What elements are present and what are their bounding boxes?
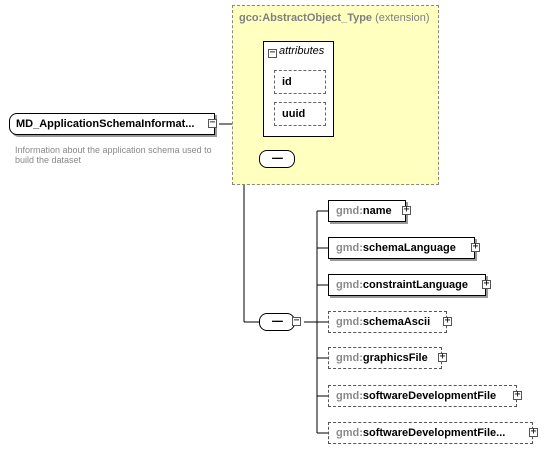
namespace-prefix: gmd: xyxy=(336,390,363,402)
root-element[interactable]: MD_ApplicationSchemaInformat... xyxy=(9,113,215,135)
element-label: graphicsFile xyxy=(362,352,428,364)
element-schema-language[interactable]: gmd:schemaLanguage xyxy=(328,237,475,259)
element-label: constraintLanguage xyxy=(362,279,469,291)
expand-icon[interactable]: + xyxy=(443,315,452,326)
collapse-icon[interactable]: − xyxy=(268,47,277,58)
sequence-compositor[interactable]: ---- xyxy=(259,313,295,331)
namespace-prefix: gmd: xyxy=(336,205,363,217)
element-label: softwareDevelopmentFile... xyxy=(362,427,506,439)
attributes-label: attributes xyxy=(279,45,325,57)
root-collapse-icon[interactable]: − xyxy=(208,117,217,128)
expand-icon[interactable]: + xyxy=(529,426,538,437)
element-schema-ascii[interactable]: gmd:schemaAscii xyxy=(328,311,447,333)
attribute-id[interactable]: id xyxy=(274,70,326,94)
element-constraint-language[interactable]: gmd:constraintLanguage xyxy=(328,274,486,296)
expand-icon[interactable]: + xyxy=(438,351,447,362)
expand-icon[interactable]: + xyxy=(482,278,491,289)
namespace-prefix: gmd: xyxy=(336,352,363,364)
extension-type-name: gco:AbstractObject_Type xyxy=(239,12,373,24)
extension-note: (extension) xyxy=(375,12,430,24)
sequence-collapse-icon[interactable]: − xyxy=(292,315,301,326)
namespace-prefix: gmd: xyxy=(336,316,363,328)
extension-sequence-compositor[interactable]: ---- xyxy=(259,150,295,168)
element-graphics-file[interactable]: gmd:graphicsFile xyxy=(328,347,442,369)
expand-icon[interactable]: + xyxy=(402,204,411,215)
attributes-group: −attributes id uuid xyxy=(263,41,334,137)
element-label: schemaAscii xyxy=(362,316,431,328)
element-name[interactable]: gmd:name xyxy=(328,200,406,222)
root-element-label: MD_ApplicationSchemaInformat... xyxy=(16,118,195,130)
extension-title: gco:AbstractObject_Type (extension) xyxy=(239,12,430,24)
element-label: softwareDevelopmentFile xyxy=(362,390,497,402)
attribute-uuid[interactable]: uuid xyxy=(274,102,326,126)
root-description: Information about the application schema… xyxy=(15,145,212,165)
namespace-prefix: gmd: xyxy=(336,242,363,254)
attributes-header: −attributes xyxy=(268,45,325,58)
namespace-prefix: gmd: xyxy=(336,427,363,439)
sequence-icon: ---- xyxy=(271,315,284,327)
element-label: schemaLanguage xyxy=(362,242,456,254)
expand-icon[interactable]: + xyxy=(471,241,480,252)
expand-icon[interactable]: + xyxy=(513,389,522,400)
element-software-development-file[interactable]: gmd:softwareDevelopmentFile xyxy=(328,385,517,407)
element-software-development-file-format[interactable]: gmd:softwareDevelopmentFile... xyxy=(328,422,533,444)
sequence-icon: ---- xyxy=(271,152,284,164)
namespace-prefix: gmd: xyxy=(336,279,363,291)
element-label: name xyxy=(362,205,392,217)
